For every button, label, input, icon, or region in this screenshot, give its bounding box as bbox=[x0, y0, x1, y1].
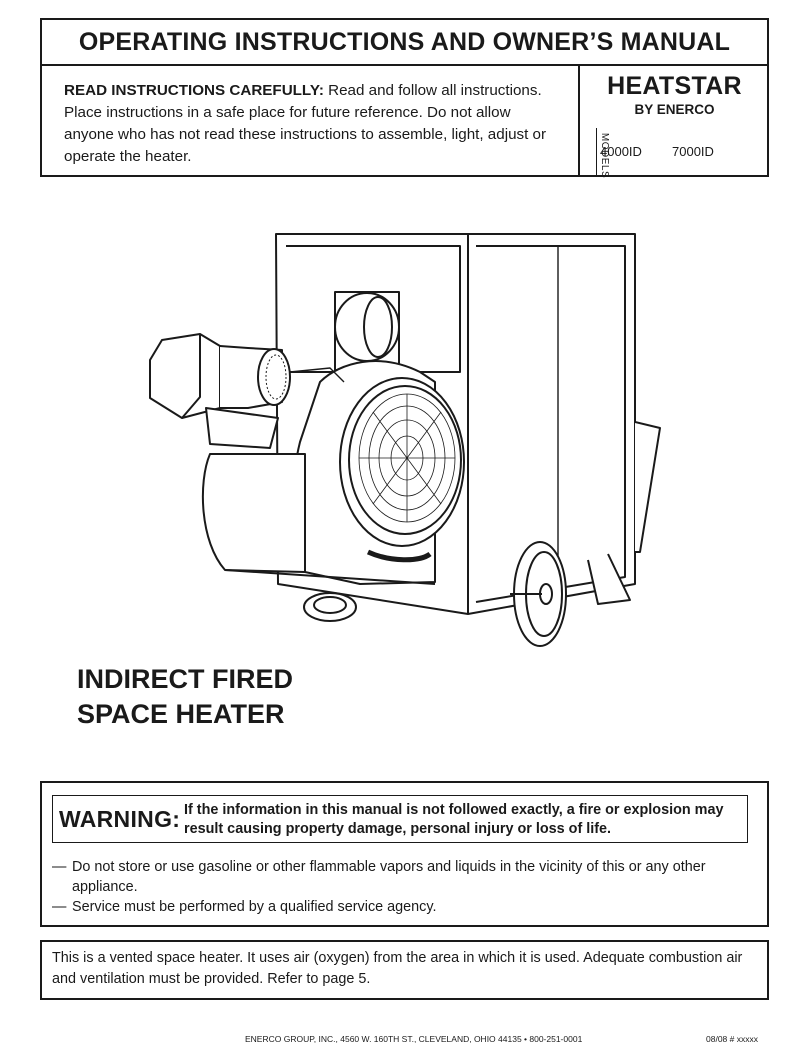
product-title-line-2: SPACE HEATER bbox=[77, 699, 285, 729]
vent-notice: This is a vented space heater. It uses a… bbox=[40, 940, 769, 1000]
heater-illustration bbox=[149, 233, 661, 647]
product-title-line-1: INDIRECT FIRED bbox=[77, 664, 293, 694]
bullet-text: Service must be performed by a qualified… bbox=[72, 899, 437, 915]
model-4000id: 4000ID bbox=[600, 144, 642, 159]
read-instructions-body: Read and follow all instructions. Place … bbox=[64, 82, 547, 165]
footer-address: ENERCO GROUP, INC., 4560 W. 160TH ST., C… bbox=[245, 1034, 583, 1044]
brand-subtitle: BY ENERCO bbox=[634, 102, 715, 117]
footer-code: 08/08 # xxxxx bbox=[706, 1034, 758, 1044]
list-item: — Do not store or use gasoline or other … bbox=[52, 857, 752, 897]
warning-label: WARNING: bbox=[59, 806, 181, 832]
product-title: INDIRECT FIRED SPACE HEATER bbox=[77, 662, 293, 732]
warning-bullets: — Do not store or use gasoline or other … bbox=[52, 857, 752, 917]
warning-banner: WARNING: If the information in this manu… bbox=[52, 795, 748, 843]
header-box: OPERATING INSTRUCTIONS AND OWNER’S MANUA… bbox=[40, 18, 769, 179]
models-divider bbox=[596, 128, 597, 177]
manual-title: OPERATING INSTRUCTIONS AND OWNER’S MANUA… bbox=[42, 20, 767, 66]
bullet-dash: — bbox=[52, 899, 67, 915]
bullet-dash: — bbox=[52, 859, 67, 875]
models-label: MODELS bbox=[599, 132, 611, 179]
bullet-text: Do not store or use gasoline or other fl… bbox=[72, 859, 706, 895]
warning-text: If the information in this manual is not… bbox=[184, 802, 724, 837]
read-instructions-block: READ INSTRUCTIONS CAREFULLY: Read and fo… bbox=[64, 80, 564, 168]
model-7000id: 7000ID bbox=[672, 144, 714, 159]
list-item: — Service must be performed by a qualifi… bbox=[52, 897, 752, 917]
read-instructions-lead: READ INSTRUCTIONS CAREFULLY: bbox=[64, 82, 324, 99]
warning-box: WARNING: If the information in this manu… bbox=[40, 781, 769, 927]
header-divider bbox=[578, 66, 580, 177]
brand-name: HEATSTAR bbox=[607, 72, 742, 100]
